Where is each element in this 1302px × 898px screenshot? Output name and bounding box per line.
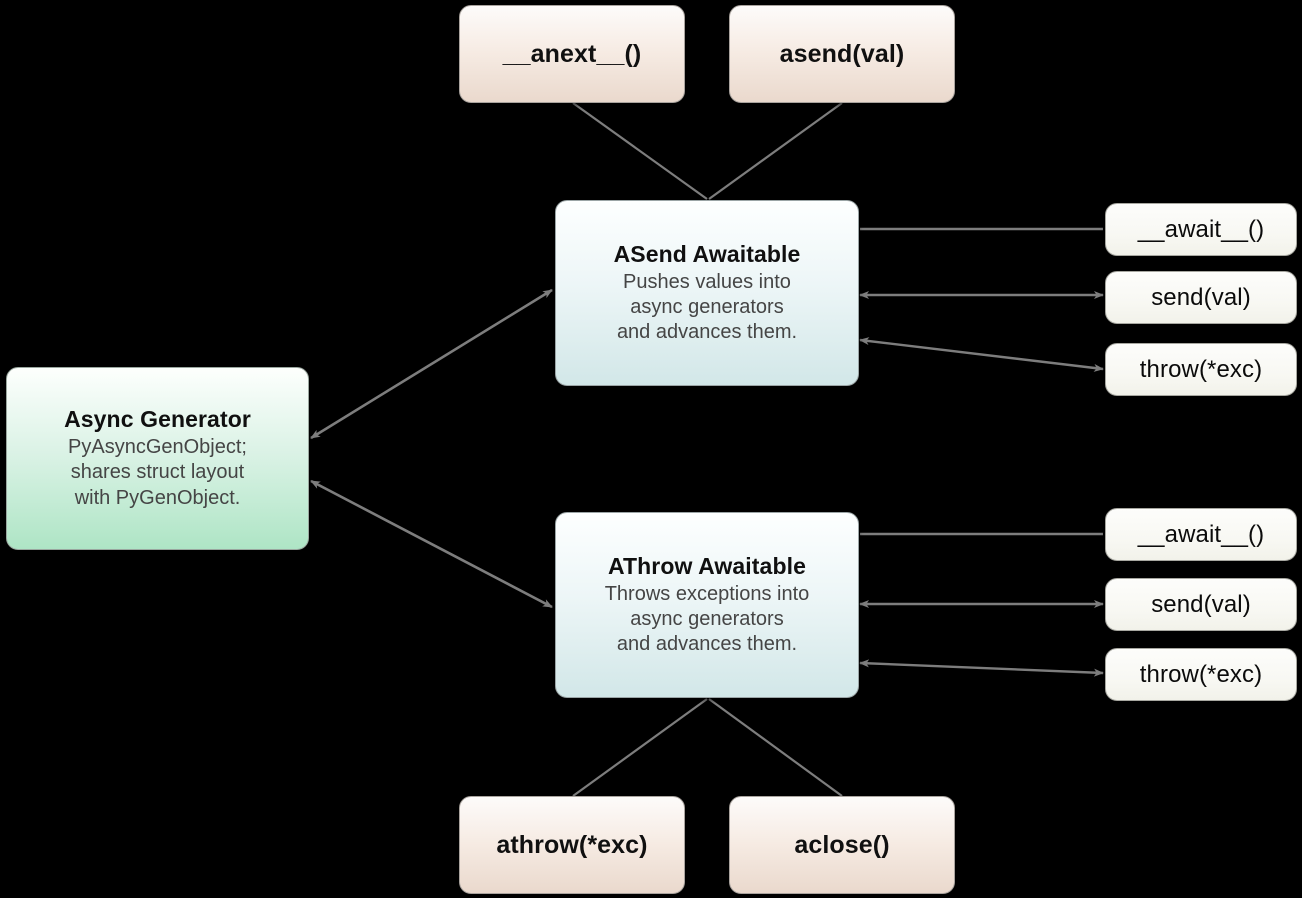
node-title: ASend Awaitable: [613, 240, 801, 267]
edge-generator-to-asend: [310, 288, 553, 440]
node-label: aclose(): [794, 830, 890, 859]
node-async-generator[interactable]: Async Generator PyAsyncGenObject; shares…: [6, 367, 309, 550]
node-description: Throws exceptions into async generators …: [604, 582, 810, 656]
node-athrow-awaitable[interactable]: AThrow Awaitable Throws exceptions into …: [555, 512, 859, 698]
node-description: Pushes values into async generators and …: [616, 270, 798, 344]
node-label: __await__(): [1137, 215, 1265, 243]
edge-asend-method-to-asend: [708, 102, 843, 200]
node-title: Async Generator: [64, 406, 251, 433]
node-asend-method[interactable]: asend(val): [729, 5, 955, 103]
node-athrow-send-slot[interactable]: send(val): [1105, 578, 1297, 631]
node-athrow-throw-slot[interactable]: throw(*exc): [1105, 648, 1297, 701]
node-label: send(val): [1151, 283, 1251, 311]
node-asend-awaitable[interactable]: ASend Awaitable Pushes values into async…: [555, 200, 859, 386]
node-label: __await__(): [1137, 520, 1265, 548]
node-aclose-method[interactable]: aclose(): [729, 796, 955, 894]
node-description: PyAsyncGenObject; shares struct layout w…: [68, 436, 247, 509]
node-label: throw(*exc): [1139, 660, 1263, 688]
node-asend-throw-slot[interactable]: throw(*exc): [1105, 343, 1297, 396]
edge-anext-to-asend: [572, 102, 708, 200]
node-label: __anext__(): [502, 39, 642, 68]
edge-aclose-to-athrow-awaitable: [708, 698, 843, 797]
node-label: throw(*exc): [1139, 355, 1263, 383]
edge-athrow-to-throw-slot: [859, 659, 1104, 677]
edge-asend-to-throw-slot: [859, 337, 1104, 372]
edge-generator-to-athrow: [310, 479, 553, 609]
node-athrow-method[interactable]: athrow(*exc): [459, 796, 685, 894]
node-anext-method[interactable]: __anext__(): [459, 5, 685, 103]
node-label: athrow(*exc): [496, 830, 648, 859]
edge-athrow-to-athrow-awaitable: [572, 698, 708, 797]
node-asend-await-slot[interactable]: __await__(): [1105, 203, 1297, 256]
node-label: asend(val): [779, 39, 905, 68]
node-athrow-await-slot[interactable]: __await__(): [1105, 508, 1297, 561]
node-asend-send-slot[interactable]: send(val): [1105, 271, 1297, 324]
node-title: AThrow Awaitable: [608, 552, 806, 579]
node-label: send(val): [1151, 590, 1251, 618]
